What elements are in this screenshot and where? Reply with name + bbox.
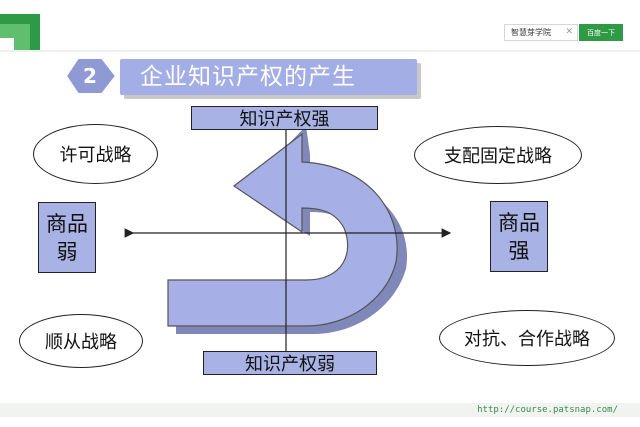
left-label-line2: 弱 — [56, 239, 78, 264]
footer-url[interactable]: http://course.patsnap.com/ — [477, 405, 618, 415]
right-label-line1: 商品 — [498, 210, 540, 235]
top-bar: 智慧芽学院 ✕ 百度一下 — [0, 0, 640, 52]
quadrant-bottom-left: 顺从战略 — [19, 314, 143, 368]
section-number: 2 — [83, 64, 97, 88]
search-input-value: 智慧芽学院 — [511, 28, 551, 37]
clear-icon[interactable]: ✕ — [565, 27, 573, 37]
left-label-line1: 商品 — [46, 211, 88, 236]
number-badge-icon — [64, 57, 118, 95]
logo-icon — [0, 14, 40, 52]
search-button[interactable]: 百度一下 — [579, 24, 623, 41]
bottom-axis-label: 知识产权弱 — [203, 351, 377, 375]
right-label-line2: 强 — [508, 238, 530, 263]
right-axis-label: 商品 强 — [490, 201, 548, 272]
divider — [0, 50, 640, 52]
page-title: 企业知识产权的产生 — [140, 64, 356, 90]
title-banner — [120, 59, 417, 95]
quadrant-bottom-right: 对抗、合作战略 — [439, 310, 615, 366]
search-input[interactable]: 智慧芽学院 ✕ — [504, 24, 578, 41]
top-axis-label: 知识产权强 — [191, 106, 378, 130]
quadrant-top-left: 许可战略 — [33, 124, 158, 184]
left-axis-label: 商品 弱 — [38, 202, 96, 273]
u-turn-arrow — [167, 132, 398, 327]
quadrant-top-right: 支配固定战略 — [414, 126, 582, 184]
footer-bar — [0, 403, 640, 417]
